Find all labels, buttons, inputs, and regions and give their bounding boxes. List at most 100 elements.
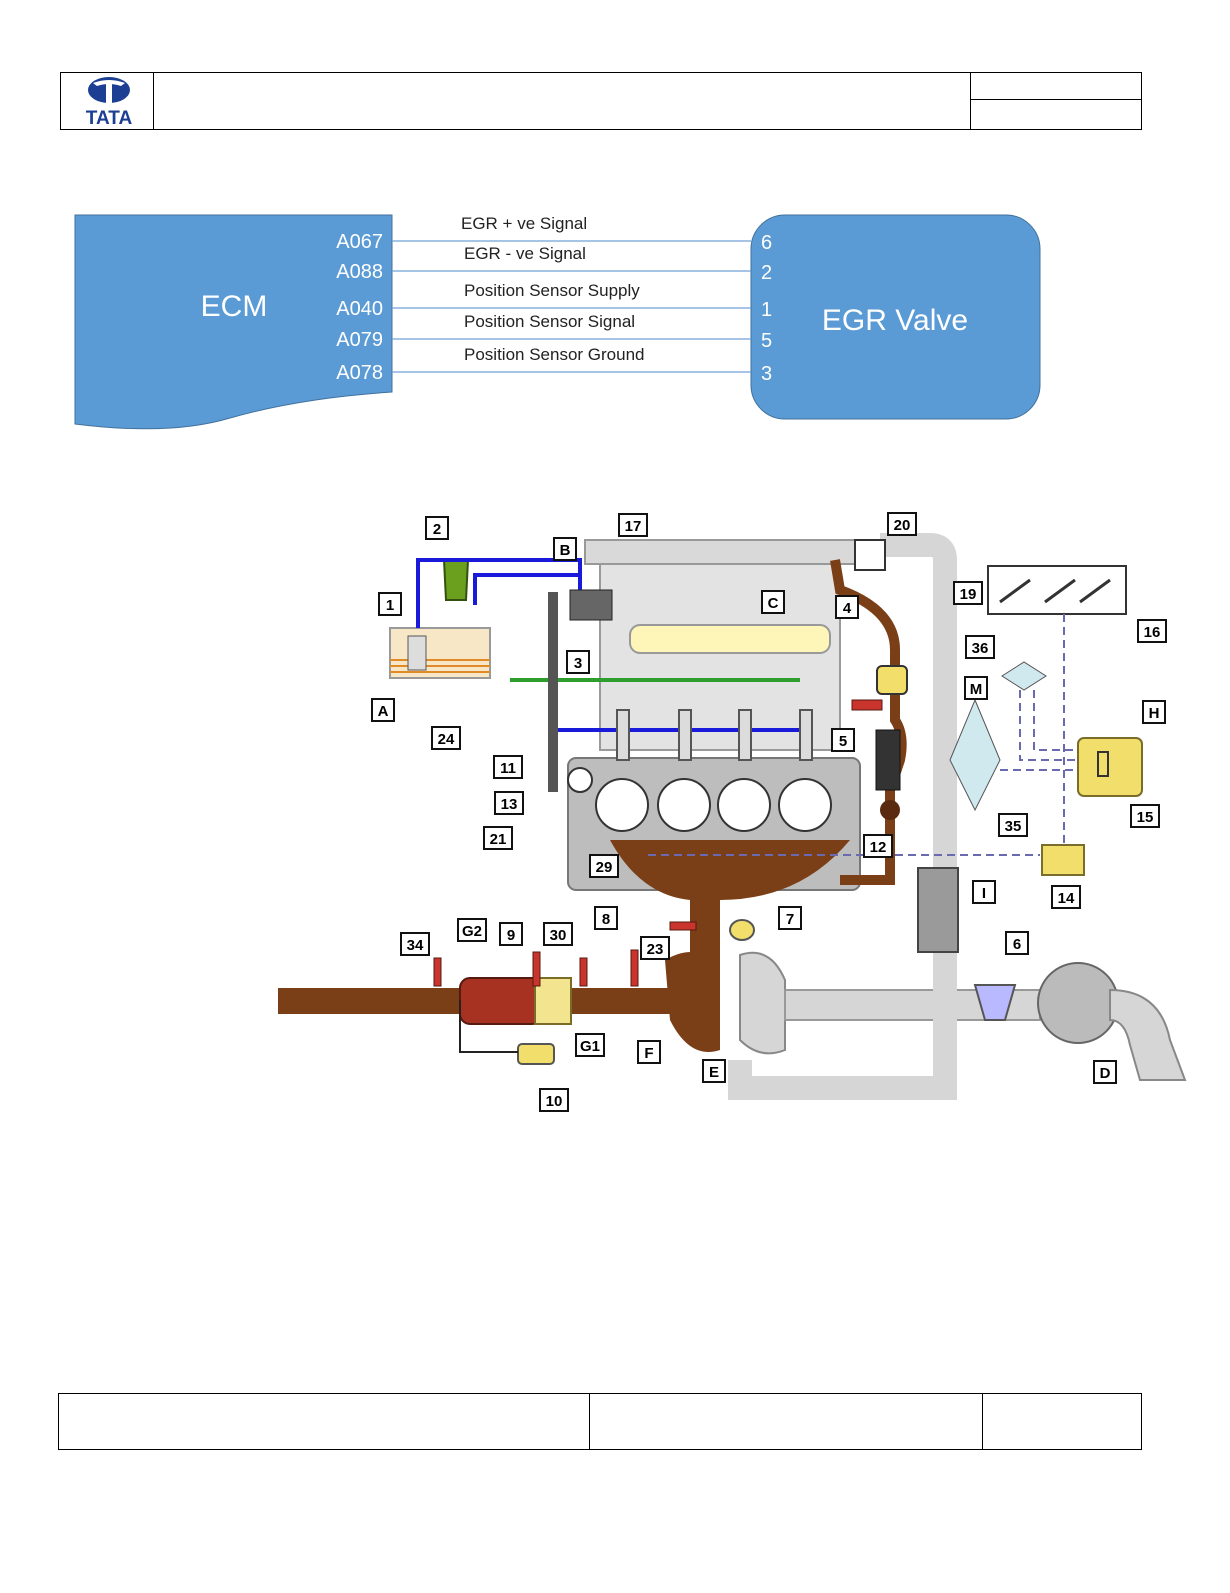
- callout-text: 4: [843, 600, 852, 617]
- callout-text: 5: [839, 733, 847, 750]
- callout-text: 10: [546, 1093, 563, 1110]
- egr-pin-label: 5: [761, 330, 772, 352]
- callout-36: 36: [965, 635, 995, 659]
- compressor-e: [739, 951, 786, 1055]
- callout-text: 7: [786, 911, 794, 928]
- callout-text: 16: [1144, 624, 1161, 641]
- callout-text: 11: [500, 760, 516, 777]
- footer-table: [58, 1393, 1142, 1450]
- callout-17: 17: [618, 513, 648, 537]
- timing-belt: [548, 592, 558, 792]
- dpf-g2: [459, 977, 543, 1025]
- callout-text: 3: [574, 655, 582, 672]
- relay-14: [1041, 844, 1085, 876]
- callout-34: 34: [400, 932, 430, 956]
- sensor-bus: [648, 614, 1078, 856]
- solenoid-10: [517, 1043, 555, 1065]
- callout-16: 16: [1137, 619, 1167, 643]
- callout-g1: G1: [575, 1033, 605, 1057]
- callout-text: A: [378, 703, 389, 720]
- callout-2: 2: [425, 516, 449, 540]
- callout-text: 35: [1005, 818, 1022, 835]
- exhaust-manifold: [610, 840, 850, 980]
- signal-label: EGR - ve Signal: [464, 244, 586, 263]
- callout-text: 8: [602, 911, 610, 928]
- callout-12: 12: [863, 834, 893, 858]
- signal-label: Position Sensor Supply: [464, 281, 640, 300]
- callout-11: 11: [493, 755, 523, 779]
- pedal-box-16: [987, 565, 1127, 615]
- header-right-cell: [970, 73, 1141, 129]
- callout-f: F: [637, 1040, 661, 1064]
- callout-21: 21: [483, 826, 513, 850]
- ecu-h: [1077, 737, 1143, 797]
- ecm-pin-label: A067: [336, 231, 383, 253]
- callout-text: 2: [433, 521, 441, 538]
- fuel-filter-2: [442, 559, 470, 601]
- indicator-lens: [949, 698, 1001, 812]
- callout-6: 6: [1005, 931, 1029, 955]
- tata-logo-icon: TATA: [86, 77, 132, 129]
- callout-text: H: [1149, 705, 1160, 722]
- callout-text: 17: [625, 518, 642, 535]
- cylinders: [595, 778, 832, 832]
- callout-m: M: [964, 676, 988, 700]
- callout-text: I: [982, 885, 986, 902]
- callout-23: 23: [640, 936, 670, 960]
- callout-text: C: [768, 595, 779, 612]
- common-rail-c: [629, 624, 831, 654]
- callout-e: E: [702, 1059, 726, 1083]
- dpf-pressure-line: [459, 1000, 518, 1053]
- callout-19: 19: [953, 581, 983, 605]
- egr-pin-label: 1: [761, 299, 772, 321]
- callout-h: H: [1142, 700, 1166, 724]
- callout-b: B: [553, 537, 577, 561]
- callout-text: 34: [407, 937, 424, 954]
- callout-14: 14: [1051, 885, 1081, 909]
- callout-30: 30: [543, 922, 573, 946]
- callout-10: 10: [539, 1088, 569, 1112]
- callout-text: M: [970, 681, 983, 698]
- fuel-pump-b: [569, 589, 613, 621]
- egr-valve-label: EGR Valve: [822, 304, 968, 337]
- callout-text: 1: [386, 597, 394, 614]
- callout-text: 12: [870, 839, 887, 856]
- egr-valve-box: [750, 214, 1041, 420]
- callout-13: 13: [494, 791, 524, 815]
- callout-text: 21: [490, 831, 507, 848]
- callout-text: 15: [1137, 809, 1154, 826]
- callout-7: 7: [778, 906, 802, 930]
- callout-c: C: [761, 590, 785, 614]
- egr-pin-label: 2: [761, 262, 772, 284]
- egr-pin-label: 6: [761, 232, 772, 254]
- callout-text: 23: [647, 941, 664, 958]
- ecm-pin-label: A078: [336, 362, 383, 384]
- callout-15: 15: [1130, 804, 1160, 828]
- air-filter-d: [1037, 962, 1119, 1044]
- callout-29: 29: [589, 854, 619, 878]
- callout-24: 24: [431, 726, 461, 750]
- callout-text: 6: [1013, 936, 1021, 953]
- sensor-bodies: [433, 699, 883, 987]
- tata-logo: TATA: [61, 73, 154, 129]
- callout-text: G1: [580, 1038, 600, 1055]
- callout-35: 35: [998, 813, 1028, 837]
- ecm-pin-label: A079: [336, 329, 383, 351]
- callout-5: 5: [831, 728, 855, 752]
- signal-label: Position Sensor Ground: [464, 345, 645, 364]
- callout-a: A: [371, 698, 395, 722]
- maf-sensor-6: [973, 984, 1017, 1021]
- callout-d: D: [1093, 1060, 1117, 1084]
- callout-text: 14: [1058, 890, 1075, 907]
- callout-text: 13: [501, 796, 518, 813]
- callout-8: 8: [594, 906, 618, 930]
- ecm-pin-label: A088: [336, 261, 383, 283]
- ecm-label: ECM: [201, 290, 268, 323]
- throttle-20: [854, 539, 886, 571]
- signal-label: Position Sensor Signal: [464, 312, 635, 331]
- indicator-diamond: [1001, 661, 1047, 691]
- intercooler-i: [917, 867, 959, 953]
- ecm-pin-label: A040: [336, 298, 383, 320]
